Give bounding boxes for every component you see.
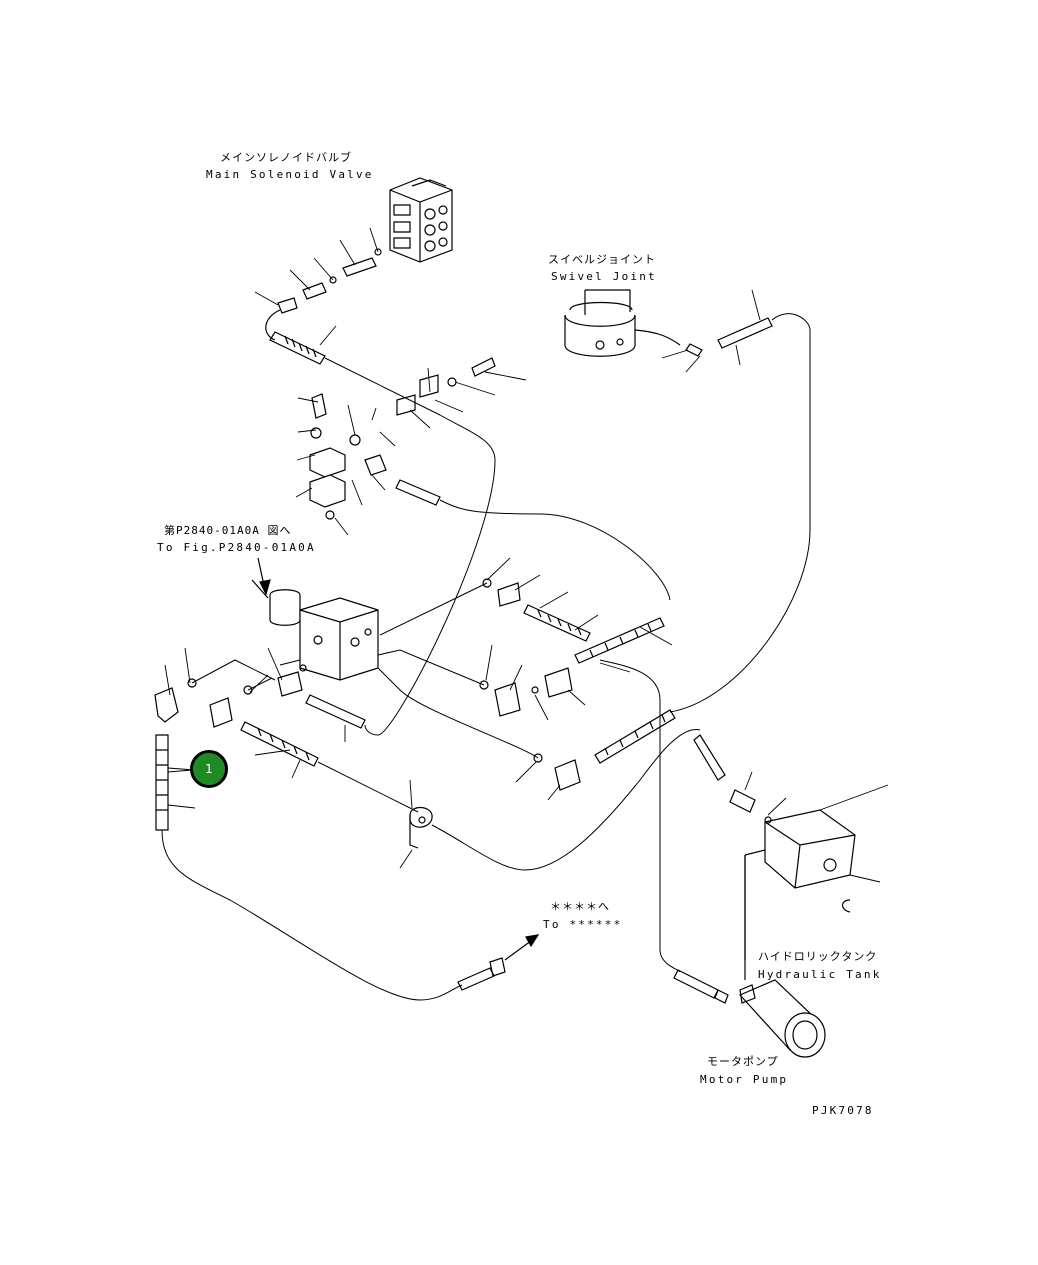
hydraulic-tank-label: Hydraulic Tank	[758, 968, 882, 981]
to-fig-label: To Fig.P2840-01A0A	[157, 541, 316, 554]
to-destination-label: To ******	[543, 918, 623, 931]
main-solenoid-valve-label-jp: メインソレノイドバルブ	[220, 151, 352, 164]
right-fittings	[480, 579, 675, 790]
hydraulic-tank-label-jp: ハイドロリックタンク	[758, 950, 878, 963]
motor-pump-label-jp: モータポンプ	[707, 1055, 779, 1068]
outlet-fitting	[458, 958, 505, 990]
drawing-number: PJK7078	[812, 1104, 874, 1117]
valve-block-upper	[310, 358, 495, 519]
motor-pump-label: Motor Pump	[700, 1073, 789, 1086]
main-solenoid-valve	[390, 178, 452, 262]
pipes	[162, 314, 810, 1000]
motor-pump	[674, 970, 825, 1057]
tank-fittings	[694, 735, 771, 823]
main-manifold-block	[252, 580, 378, 680]
main-solenoid-valve-label: Main Solenoid Valve	[206, 168, 374, 181]
to-destination-label-jp: ＊＊＊＊へ	[550, 900, 610, 913]
swivel-joint-label: Swivel Joint	[551, 270, 657, 283]
swivel-joint	[565, 290, 772, 356]
part-callout-number: 1	[205, 762, 213, 776]
arrows	[258, 558, 538, 960]
leader-lines	[165, 228, 888, 882]
clamp	[410, 808, 432, 849]
solenoid-fittings	[266, 249, 381, 364]
swivel-joint-label-jp: スイベルジョイント	[548, 253, 656, 266]
part-callout-1[interactable]: 1	[190, 750, 228, 788]
to-fig-label-jp: 第P2840-01A0A 図へ	[164, 524, 292, 537]
left-fittings	[155, 665, 365, 830]
